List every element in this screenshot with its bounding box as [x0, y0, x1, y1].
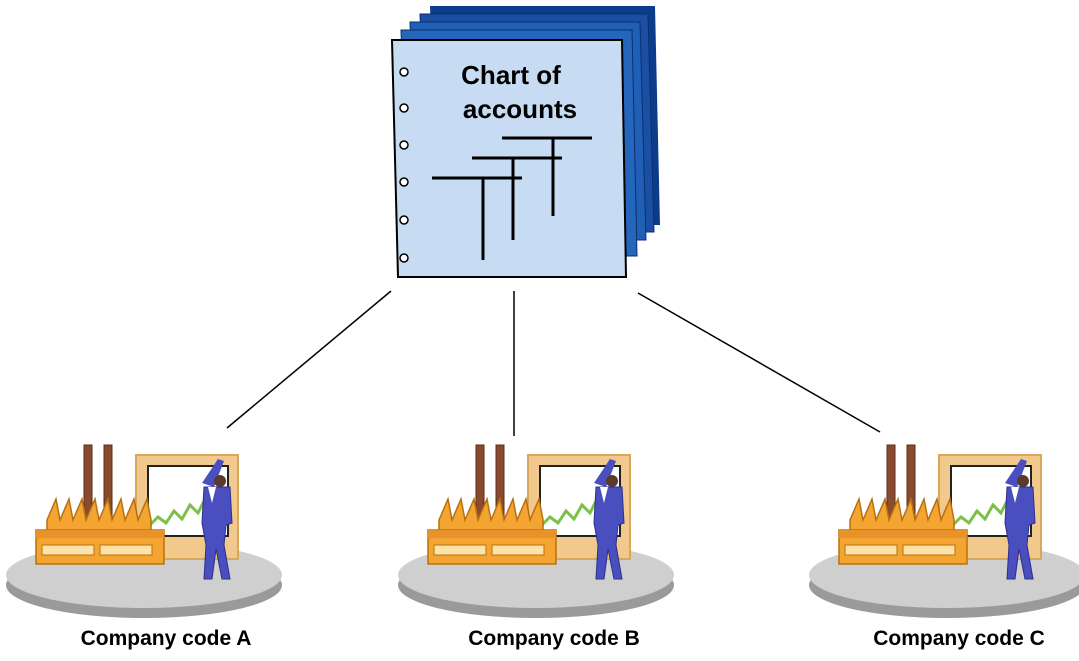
company-code-b-label: Company code B [468, 627, 640, 650]
connector-line-a [226, 290, 392, 429]
chart-of-accounts-title-line2: accounts [463, 94, 577, 124]
company-a-site-icon [4, 443, 284, 620]
company-code-c-label: Company code C [873, 627, 1045, 650]
company-b-site-icon [396, 443, 676, 620]
chart-of-accounts-book-icon [390, 6, 660, 278]
company-c-site-icon [807, 443, 1079, 620]
chart-of-accounts-title-line1: Chart of [461, 60, 561, 90]
connector-line-c [637, 292, 881, 433]
company-code-a-label: Company code A [80, 627, 252, 650]
